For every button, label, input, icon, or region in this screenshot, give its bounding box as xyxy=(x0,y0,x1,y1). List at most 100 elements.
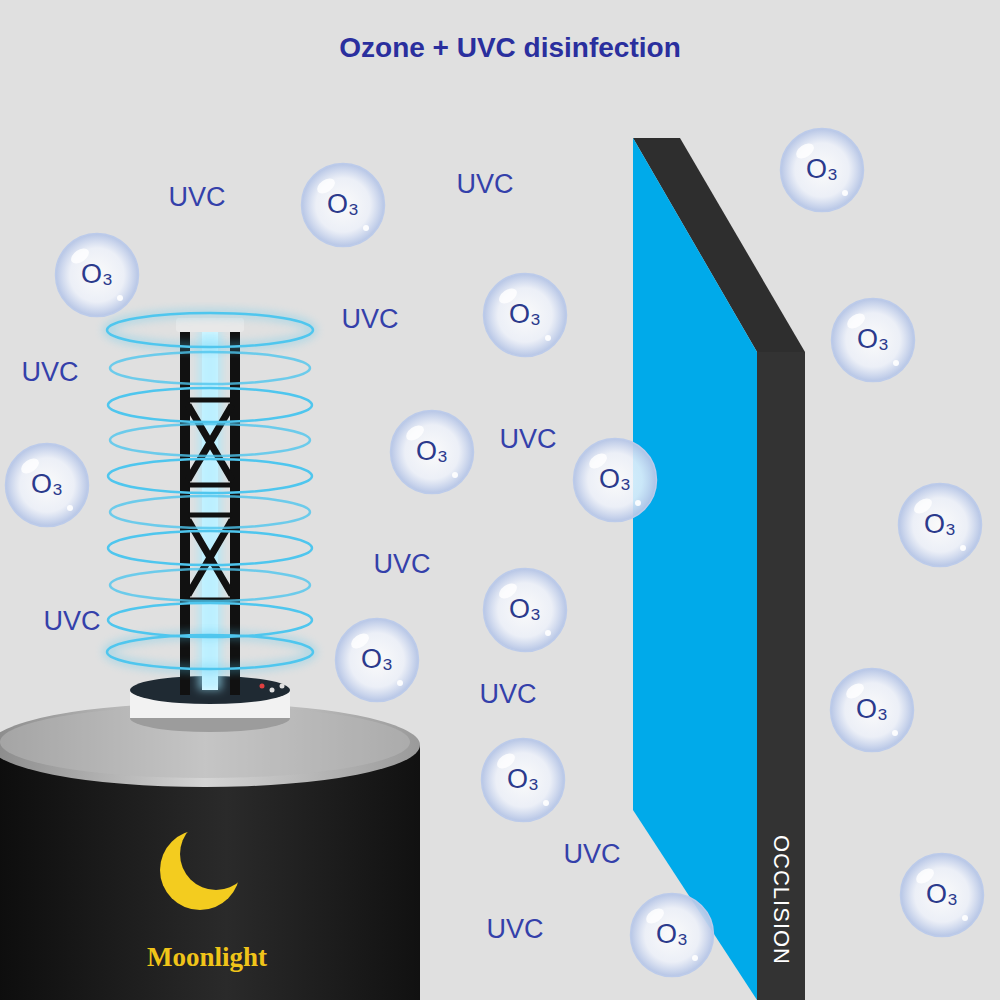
ozone-label: O₃ xyxy=(507,765,539,795)
bubble-fill xyxy=(899,484,982,567)
panel-side xyxy=(757,352,805,1000)
bubble-glint xyxy=(543,800,549,806)
bubble-fill xyxy=(484,569,567,652)
uvc-label: UVC xyxy=(486,915,543,945)
uvc-ring xyxy=(108,531,312,565)
ozone-bubble: O₃ xyxy=(4,442,90,528)
lamp-frame-cross xyxy=(188,405,232,595)
bubble-glint xyxy=(452,472,458,478)
bubble-glint xyxy=(363,225,369,231)
bubble-glint xyxy=(635,500,641,506)
ozone-bubble: O₃ xyxy=(389,409,475,495)
uvc-ring xyxy=(107,635,313,669)
bubble-glint xyxy=(117,295,123,301)
uvc-ring xyxy=(108,459,312,493)
ring-glow xyxy=(107,313,313,347)
bubble-fill xyxy=(484,274,567,357)
uvc-ring xyxy=(110,352,310,384)
control-dot xyxy=(280,684,285,689)
uvc-label: UVC xyxy=(456,170,513,200)
bubble-glint xyxy=(545,335,551,341)
ozone-bubble: O₃ xyxy=(300,162,386,248)
ozone-label: O₃ xyxy=(806,155,838,185)
bubble-fill xyxy=(482,739,565,822)
ozone-label: O₃ xyxy=(926,880,958,910)
panel-label: OCCLISION xyxy=(770,835,792,965)
ozone-bubble: O₃ xyxy=(480,737,566,823)
ring-glow xyxy=(107,635,313,669)
uvc-label: UVC xyxy=(373,550,430,580)
uvc-ring xyxy=(108,388,312,422)
lamp-cap xyxy=(176,318,244,332)
ozone-label: O₃ xyxy=(361,645,393,675)
ozone-label: O₃ xyxy=(856,695,888,725)
uvc-ring xyxy=(110,496,310,528)
ozone-bubble: O₃ xyxy=(897,482,983,568)
bubble-glint xyxy=(892,730,898,736)
uvc-ring xyxy=(110,424,310,456)
bubble-fill xyxy=(56,234,139,317)
control-dot xyxy=(270,688,275,693)
uvc-label: UVC xyxy=(479,680,536,710)
ozone-bubble: O₃ xyxy=(629,892,715,978)
uvc-label: UVC xyxy=(168,183,225,213)
ozone-label: O₃ xyxy=(416,437,448,467)
title: Ozone + UVC disinfection xyxy=(339,32,680,64)
control-dot xyxy=(260,684,265,689)
uvc-ring xyxy=(107,313,313,347)
bubble-fill xyxy=(901,854,984,937)
ozone-label: O₃ xyxy=(857,325,889,355)
bubble-fill xyxy=(631,894,714,977)
uvc-ring xyxy=(110,569,310,601)
uvc-rings xyxy=(107,313,313,669)
ozone-bubble: O₃ xyxy=(54,232,140,318)
ozone-label: O₃ xyxy=(599,465,631,495)
bubble-glint xyxy=(893,360,899,366)
brand-name: Moonlight xyxy=(147,943,267,973)
pedestal xyxy=(0,703,420,1000)
bubble-glint xyxy=(397,680,403,686)
ozone-label: O₃ xyxy=(656,920,688,950)
pedestal-brand: Moonlight xyxy=(0,790,420,1000)
ozone-bubble: O₃ xyxy=(829,667,915,753)
ozone-bubble: O₃ xyxy=(830,297,916,383)
bubble-glint xyxy=(842,190,848,196)
bubble-glint xyxy=(67,505,73,511)
bubble-glint xyxy=(545,630,551,636)
title-box: Ozone + UVC disinfection xyxy=(0,32,1000,64)
bubble-glint xyxy=(960,545,966,551)
ozone-bubble: O₃ xyxy=(779,127,865,213)
uvc-label: UVC xyxy=(563,840,620,870)
ozone-label: O₃ xyxy=(509,300,541,330)
bubble-glint xyxy=(692,955,698,961)
uvc-label: UVC xyxy=(499,425,556,455)
bubble-fill xyxy=(831,669,914,752)
occlusion-panel xyxy=(633,138,805,1000)
uvc-label: UVC xyxy=(21,358,78,388)
ozone-label: O₃ xyxy=(31,470,63,500)
bubble-fill xyxy=(336,619,419,702)
panel-face xyxy=(633,138,757,1000)
ozone-label: O₃ xyxy=(924,510,956,540)
bubble-fill xyxy=(302,164,385,247)
ozone-label: O₃ xyxy=(327,190,359,220)
bubble-glint xyxy=(962,915,968,921)
bubble-fill xyxy=(574,439,657,522)
ozone-label: O₃ xyxy=(81,260,113,290)
bubble-fill xyxy=(6,444,89,527)
uvc-label: UVC xyxy=(341,305,398,335)
ozone-bubble: O₃ xyxy=(334,617,420,703)
uvc-lamp xyxy=(107,313,313,732)
uvc-label: UVC xyxy=(43,607,100,637)
ozone-bubble: O₃ xyxy=(899,852,985,938)
moon-logo xyxy=(150,818,250,918)
moon-crescent xyxy=(160,830,240,910)
bubble-fill xyxy=(781,129,864,212)
ozone-bubble: O₃ xyxy=(482,567,568,653)
bubble-fill xyxy=(391,411,474,494)
ozone-bubble: O₃ xyxy=(572,437,658,523)
ozone-label: O₃ xyxy=(509,595,541,625)
ozone-bubble: O₃ xyxy=(482,272,568,358)
bubble-fill xyxy=(832,299,915,382)
